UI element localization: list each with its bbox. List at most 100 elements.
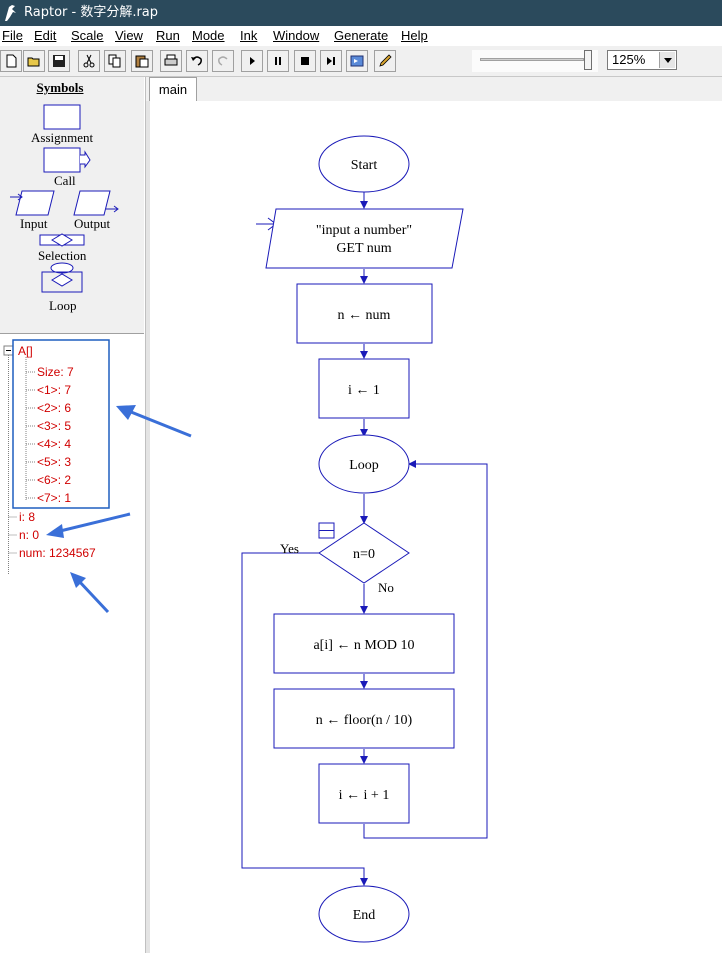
assign-n-label: n ← num <box>338 308 391 323</box>
print-button[interactable] <box>160 50 182 72</box>
loop-node[interactable]: Loop <box>318 434 410 494</box>
play-icon <box>250 57 255 65</box>
output-symbol[interactable] <box>73 190 119 216</box>
call-symbol[interactable] <box>43 147 91 173</box>
copy-button[interactable] <box>104 50 126 72</box>
array-item-2: <2>: 6 <box>37 401 72 415</box>
paste-icon <box>135 55 149 68</box>
undo-button[interactable] <box>186 50 208 72</box>
speed-slider-track[interactable] <box>480 58 584 61</box>
collapse-toggle[interactable] <box>318 522 335 539</box>
stop-button[interactable] <box>294 50 316 72</box>
print-icon <box>164 54 178 66</box>
menu-window[interactable]: Window <box>273 28 320 43</box>
variable-num: num: 1234567 <box>19 546 96 560</box>
body3-node[interactable]: i ← i + 1 <box>318 763 410 824</box>
loop-label: Loop <box>49 298 77 313</box>
input-node[interactable]: "input a number" GET num <box>265 208 464 269</box>
end-label: End <box>353 908 376 923</box>
menu-edit[interactable]: Edit <box>34 28 57 43</box>
array-item-7: <7>: 1 <box>37 491 72 505</box>
body1-label: a[i] ← n MOD 10 <box>313 638 414 653</box>
step-into-button[interactable] <box>346 50 368 72</box>
array-item-6: <6>: 2 <box>37 473 72 487</box>
new-icon <box>6 54 17 68</box>
cut-button[interactable] <box>78 50 100 72</box>
array-item-5: <5>: 3 <box>37 455 72 469</box>
tree-lines <box>3 339 110 575</box>
canvas-border <box>146 101 150 953</box>
loop-symbol[interactable] <box>41 262 83 293</box>
run-button[interactable] <box>241 50 263 72</box>
menu-run[interactable]: Run <box>156 28 180 43</box>
step-into-icon <box>350 55 364 67</box>
no-label: No <box>378 580 394 595</box>
step-icon <box>327 57 335 65</box>
yes-label: Yes <box>280 541 299 556</box>
cut-icon <box>83 54 95 68</box>
pause-icon <box>275 57 281 65</box>
menu-view[interactable]: View <box>115 28 143 43</box>
input-prompt: "input a number" <box>316 223 412 238</box>
zoom-select[interactable]: 125% <box>607 50 677 70</box>
toolbar: 125% <box>0 46 722 77</box>
assign-i-node[interactable]: i ← 1 <box>318 358 410 419</box>
array-item-4: <4>: 4 <box>37 437 72 451</box>
speed-slider-thumb[interactable] <box>584 50 592 70</box>
variable-i: i: 8 <box>19 510 36 524</box>
menu-ink[interactable]: Ink <box>240 28 258 43</box>
copy-icon <box>108 54 121 68</box>
array-a-node[interactable]: A[] <box>18 344 33 358</box>
body1-node[interactable]: a[i] ← n MOD 10 <box>273 613 455 674</box>
body3-label: i ← i + 1 <box>339 788 390 803</box>
paste-button[interactable] <box>131 50 153 72</box>
assignment-symbol[interactable] <box>43 104 81 130</box>
save-button[interactable] <box>48 50 70 72</box>
window-title: Raptor - 数字分解.rap <box>24 5 159 20</box>
stop-icon <box>301 57 309 65</box>
open-icon <box>27 57 40 67</box>
raptor-app-icon <box>5 5 16 21</box>
menu-help[interactable]: Help <box>401 28 428 43</box>
redo-icon <box>218 56 228 66</box>
pen-button[interactable] <box>374 50 396 72</box>
array-item-1: <1>: 7 <box>37 383 72 397</box>
save-icon <box>53 55 65 67</box>
flow-connectors <box>241 192 488 886</box>
menu-file[interactable]: File <box>2 28 23 43</box>
assignment-label: Assignment <box>31 130 94 145</box>
end-node[interactable]: End <box>318 885 410 943</box>
loop-label-node: Loop <box>349 458 379 473</box>
symbols-shapes <box>10 104 119 293</box>
undo-icon <box>191 56 202 66</box>
array-size: Size: 7 <box>37 365 74 379</box>
tab-strip <box>146 77 722 102</box>
redo-button[interactable] <box>212 50 234 72</box>
menu-bar: File Edit Scale View Run Mode Ink Window… <box>0 26 722 46</box>
start-node[interactable]: Start <box>318 135 410 193</box>
pen-icon <box>379 54 392 67</box>
menu-mode[interactable]: Mode <box>192 28 225 43</box>
symbols-palette: Symbols <box>0 77 144 334</box>
input-get: GET num <box>336 241 391 256</box>
symbols-title: Symbols <box>36 80 84 95</box>
start-label: Start <box>351 158 378 173</box>
tab-main[interactable]: main <box>149 77 197 101</box>
zoom-value: 125% <box>612 52 646 67</box>
selection-symbol[interactable] <box>39 233 85 247</box>
annotation-arrows <box>46 405 192 614</box>
title-bar: Raptor - 数字分解.rap <box>0 0 722 26</box>
chevron-down-icon[interactable] <box>659 52 675 68</box>
condition-node[interactable]: n=0 <box>318 522 410 584</box>
assign-n-node[interactable]: n ← num <box>296 283 433 344</box>
input-symbol[interactable] <box>10 190 55 216</box>
menu-scale[interactable]: Scale <box>71 28 104 43</box>
open-button[interactable] <box>23 50 45 72</box>
pause-button[interactable] <box>267 50 289 72</box>
menu-generate[interactable]: Generate <box>334 28 389 43</box>
new-button[interactable] <box>0 50 22 72</box>
body2-node[interactable]: n ← floor(n / 10) <box>273 688 455 749</box>
input-label: Input <box>20 216 48 231</box>
step-button[interactable] <box>320 50 342 72</box>
